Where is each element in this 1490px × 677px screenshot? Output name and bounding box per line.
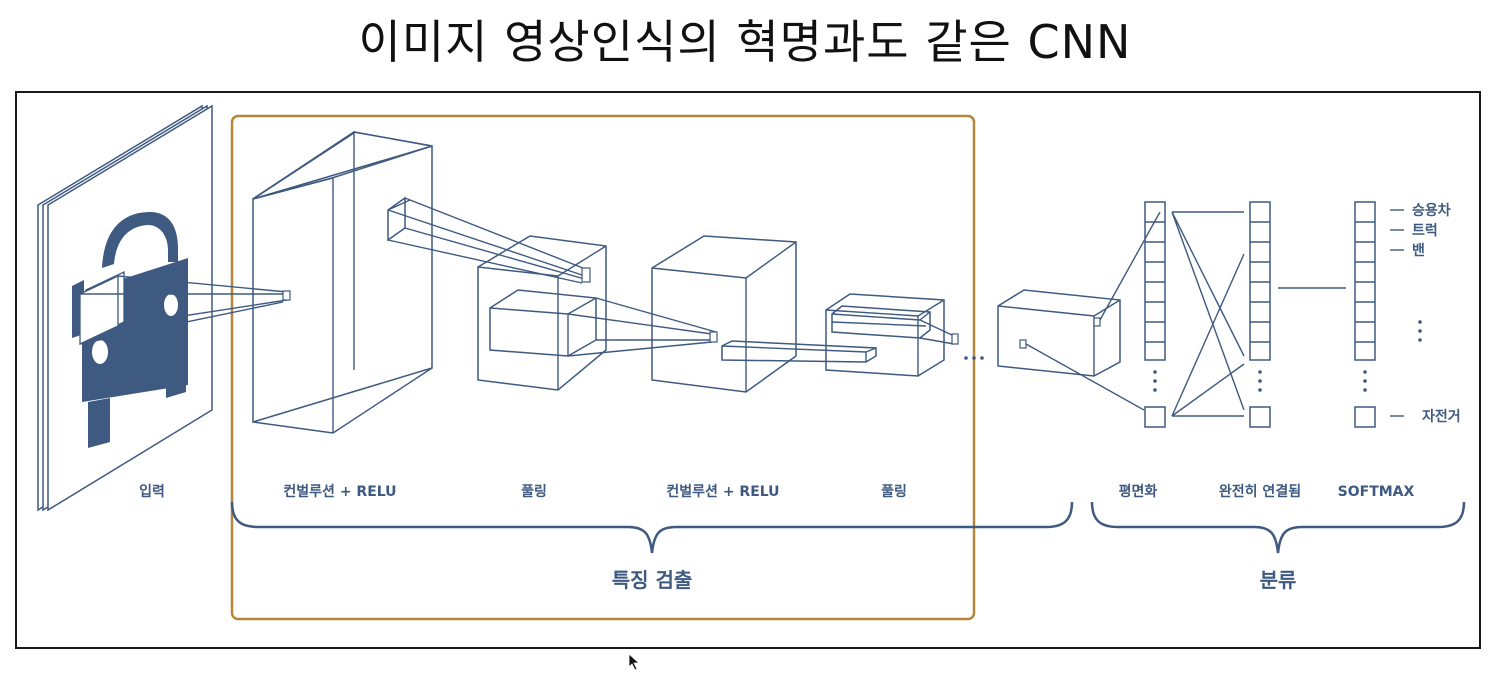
class-label-van: 밴 <box>1412 243 1425 259</box>
class-label-bicycle: 자전거 <box>1422 408 1461 425</box>
feature-extraction-box <box>230 114 976 621</box>
softmax-column <box>1354 201 1376 428</box>
fully-connected-column <box>1249 201 1271 428</box>
slide-title: 이미지 영상인식의 혁명과도 같은 CNN <box>358 15 1132 69</box>
flatten-column <box>1144 201 1166 428</box>
conv1-block <box>252 130 433 434</box>
label-fully-connected: 완전히 연결됨 <box>1219 483 1301 500</box>
conv2-block <box>651 235 797 393</box>
pool1-block <box>477 235 607 391</box>
class-label-car: 승용차 <box>1412 203 1451 219</box>
label-flatten: 평면화 <box>1119 483 1158 500</box>
class-label-truck: 트럭 <box>1412 223 1438 239</box>
label-pool1: 풀링 <box>521 483 547 500</box>
group-label-feature-extraction: 특징 검출 <box>612 568 693 592</box>
label-softmax: SOFTMAX <box>1338 484 1415 500</box>
mouse-pointer-icon <box>628 653 641 671</box>
label-conv2: 컨벌루션 + RELU <box>666 483 779 500</box>
label-conv1: 컨벌루션 + RELU <box>283 483 396 500</box>
label-input: 입력 <box>139 484 165 500</box>
group-label-classification: 분류 <box>1260 568 1297 592</box>
brace-classification <box>1090 501 1466 554</box>
pool2-block <box>825 293 945 377</box>
label-pool2: 풀링 <box>881 483 907 500</box>
continuation-dots <box>964 356 984 360</box>
brace-feature-extraction <box>230 501 1074 554</box>
